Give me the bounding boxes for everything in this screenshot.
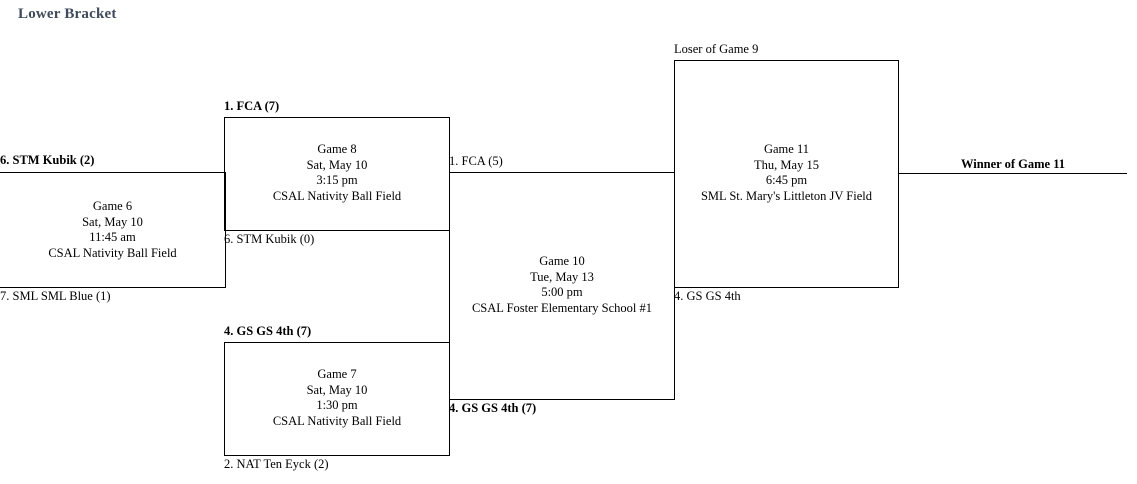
game-11-top-slot[interactable]: Loser of Game 9 bbox=[674, 42, 759, 56]
game-8-info: Game 8 Sat, May 10 3:15 pm CSAL Nativity… bbox=[225, 142, 449, 204]
page-title: Lower Bracket bbox=[18, 6, 117, 22]
game-6-info: Game 6 Sat, May 10 11:45 am CSAL Nativit… bbox=[0, 199, 225, 261]
game-10-top-slot[interactable]: 1. FCA (5) bbox=[449, 154, 503, 168]
game-11-time: 6:45 pm bbox=[765, 173, 808, 188]
game-10-venue: CSAL Foster Elementary School #1 bbox=[471, 300, 653, 315]
game-11-label: Game 11 bbox=[763, 142, 809, 156]
game-6-top-slot[interactable]: 6. STM Kubik (2) bbox=[0, 153, 95, 167]
game-6-label: Game 6 bbox=[92, 199, 133, 213]
game-11-date: Thu, May 15 bbox=[754, 157, 819, 172]
game-10-info: Game 10 Tue, May 13 5:00 pm CSAL Foster … bbox=[450, 254, 674, 316]
game-8-bottom-slot[interactable]: 6. STM Kubik (0) bbox=[224, 232, 315, 246]
game-8-box[interactable]: Game 8 Sat, May 10 3:15 pm CSAL Nativity… bbox=[224, 117, 450, 231]
game-10-time: 5:00 pm bbox=[541, 285, 583, 300]
game-8-label: Game 8 bbox=[317, 142, 357, 156]
game-10-bottom-slot[interactable]: 4. GS GS 4th (7) bbox=[449, 401, 537, 415]
game-7-date: Sat, May 10 bbox=[306, 382, 368, 397]
game-6-box[interactable]: Game 6 Sat, May 10 11:45 am CSAL Nativit… bbox=[0, 172, 226, 288]
winner-underline bbox=[898, 173, 1127, 174]
game-7-info: Game 7 Sat, May 10 1:30 pm CSAL Nativity… bbox=[225, 367, 449, 429]
game-11-venue: SML St. Mary's Littleton JV Field bbox=[700, 188, 872, 203]
game-8-time: 3:15 pm bbox=[316, 173, 358, 188]
game-6-bottom-slot[interactable]: 7. SML SML Blue (1) bbox=[0, 289, 111, 303]
game-11-box[interactable]: Game 11 Thu, May 15 6:45 pm SML St. Mary… bbox=[674, 60, 899, 288]
game-7-time: 1:30 pm bbox=[316, 398, 358, 413]
game-8-date: Sat, May 10 bbox=[306, 157, 368, 172]
game-8-venue: CSAL Nativity Ball Field bbox=[272, 188, 402, 203]
winner-of-game-11-label[interactable]: Winner of Game 11 bbox=[960, 157, 1066, 171]
game-7-bottom-slot[interactable]: 2. NAT Ten Eyck (2) bbox=[224, 457, 329, 471]
game-10-box[interactable]: Game 10 Tue, May 13 5:00 pm CSAL Foster … bbox=[449, 172, 675, 400]
game-10-label: Game 10 bbox=[539, 254, 585, 268]
game-6-venue: CSAL Nativity Ball Field bbox=[48, 245, 177, 260]
game-7-venue: CSAL Nativity Ball Field bbox=[272, 413, 402, 428]
game-7-box[interactable]: Game 7 Sat, May 10 1:30 pm CSAL Nativity… bbox=[224, 342, 450, 456]
game-6-time: 11:45 am bbox=[89, 230, 136, 245]
game-8-top-slot[interactable]: 1. FCA (7) bbox=[224, 99, 280, 113]
game-11-info: Game 11 Thu, May 15 6:45 pm SML St. Mary… bbox=[675, 142, 898, 204]
game-10-date: Tue, May 13 bbox=[530, 269, 594, 284]
game-7-top-slot[interactable]: 4. GS GS 4th (7) bbox=[224, 324, 312, 338]
game-7-label: Game 7 bbox=[317, 367, 357, 381]
game-11-bottom-slot[interactable]: 4. GS GS 4th bbox=[674, 289, 741, 303]
game-6-date: Sat, May 10 bbox=[82, 214, 143, 229]
